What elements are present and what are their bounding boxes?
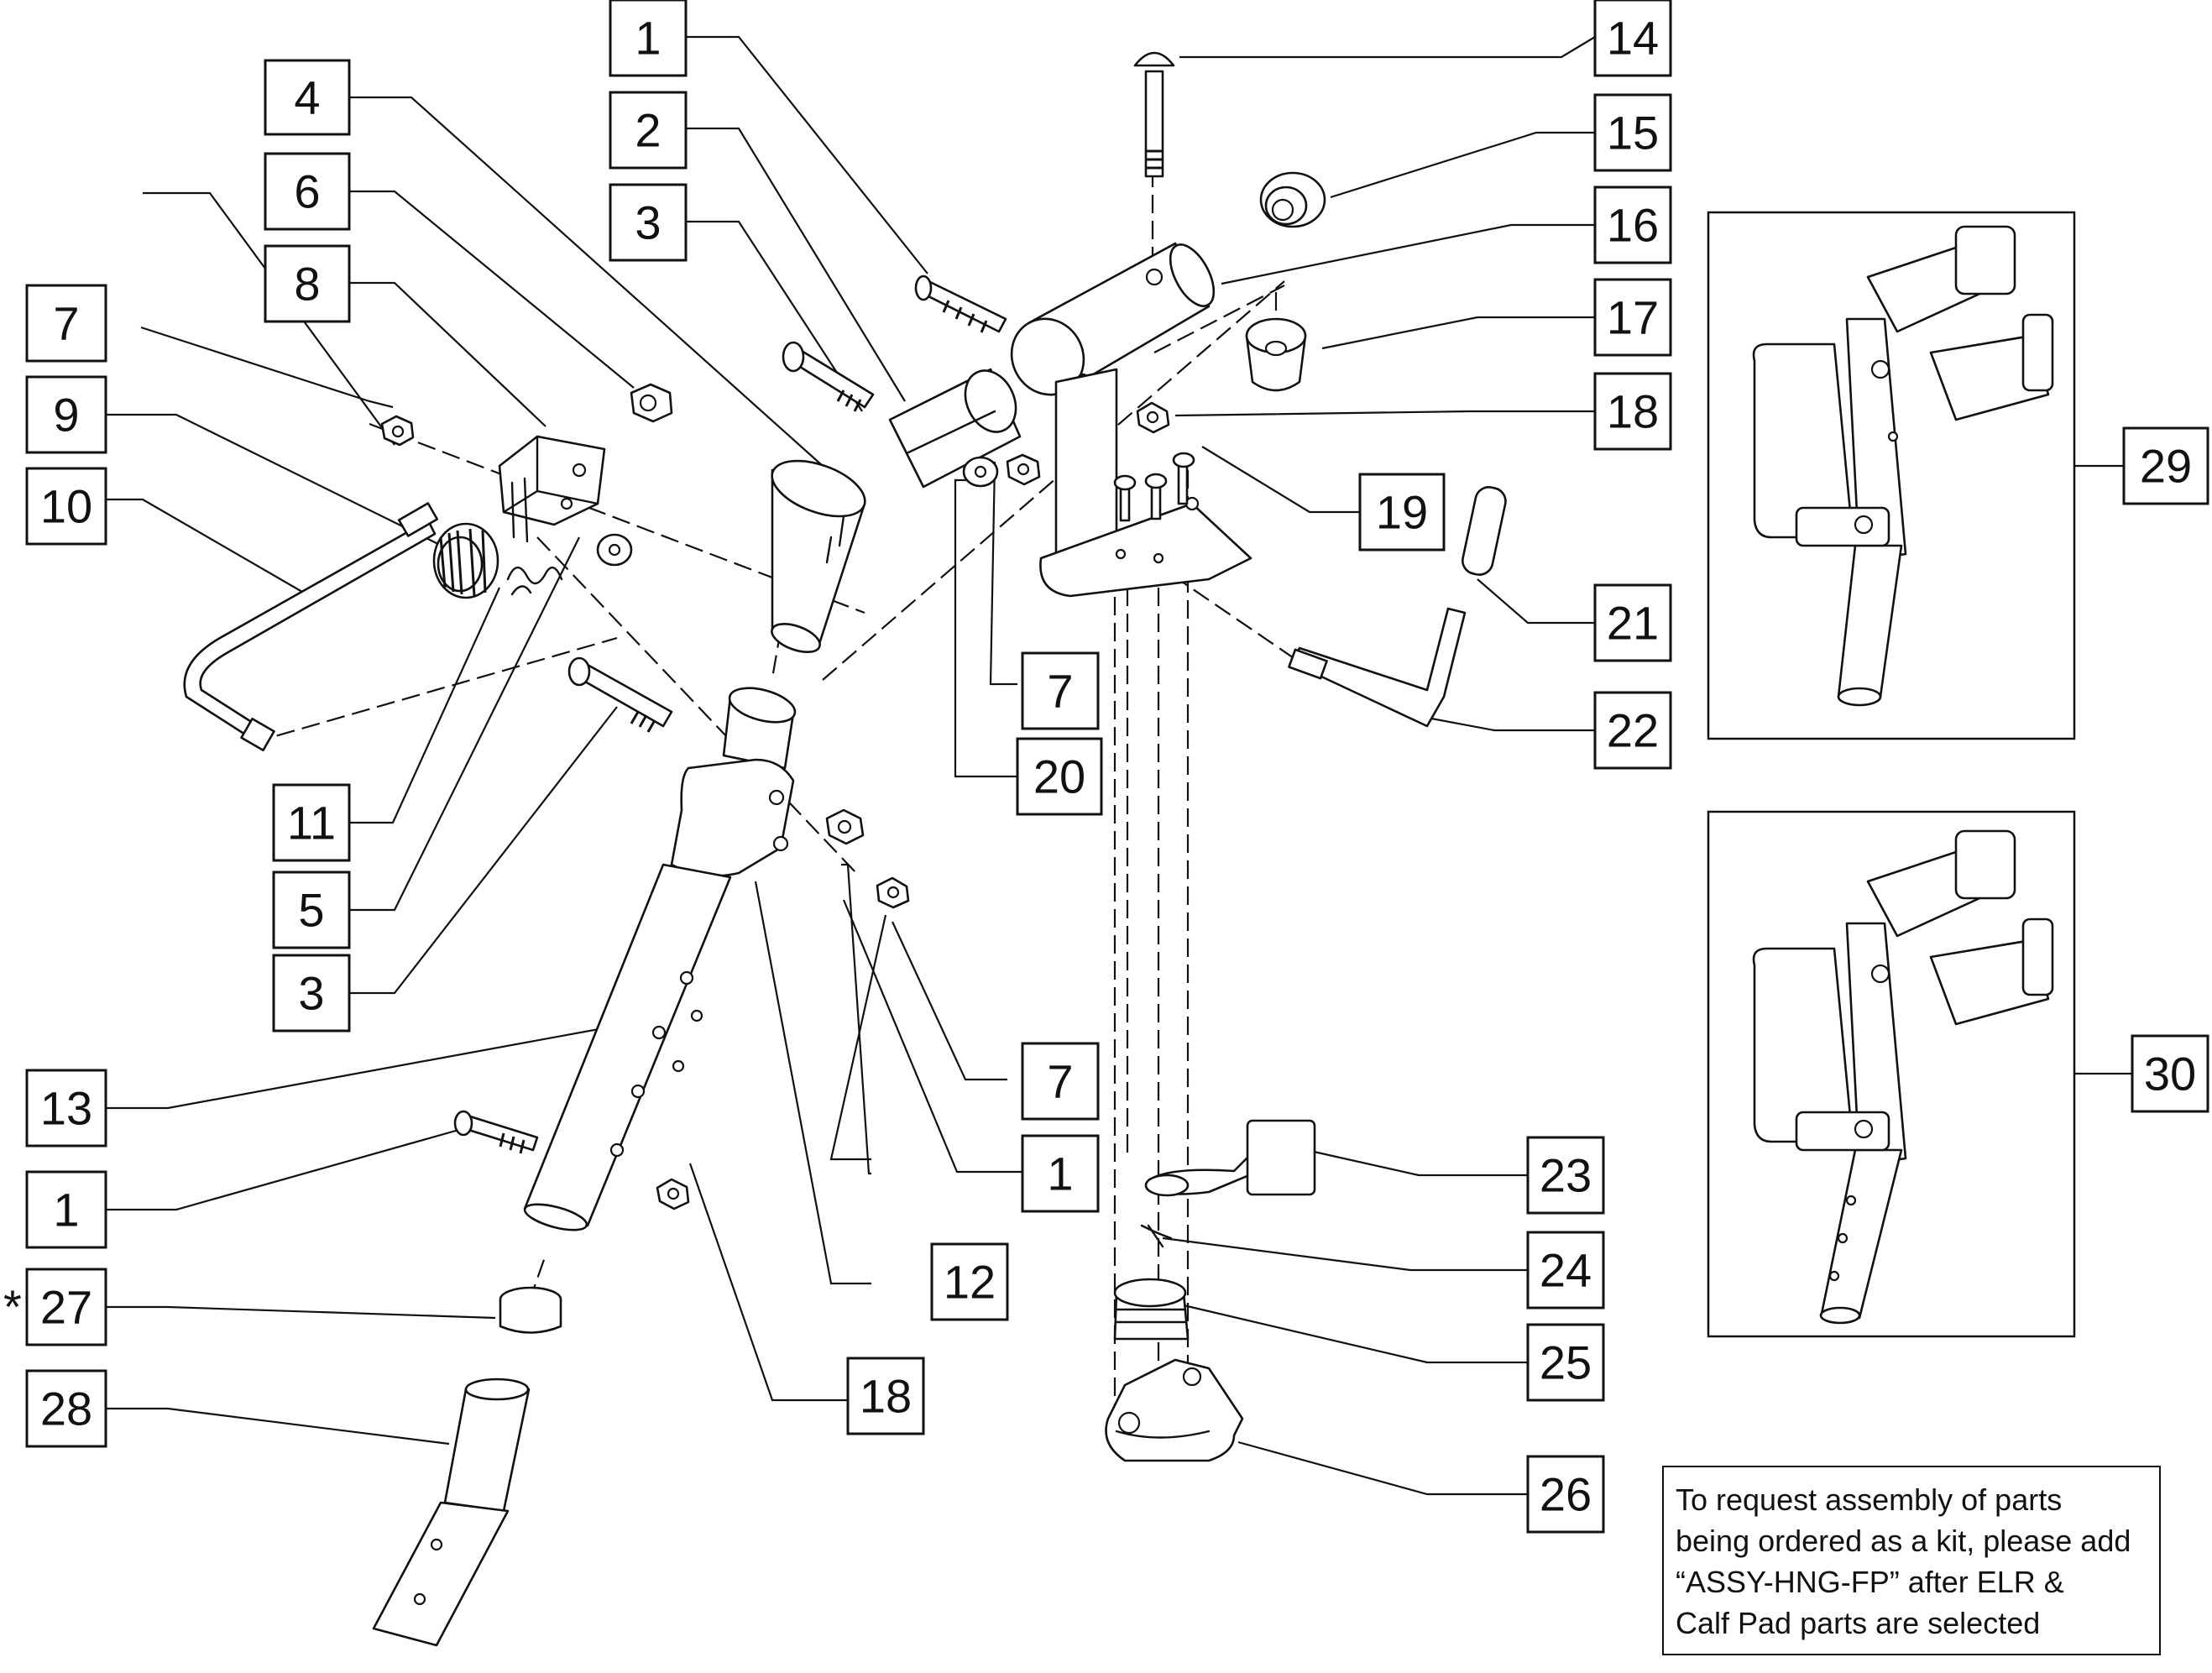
callout-7-top: 7 bbox=[25, 284, 107, 363]
callout-3-bottom: 3 bbox=[272, 954, 351, 1033]
callout-28: 28 bbox=[25, 1369, 107, 1448]
svg-text:1: 1 bbox=[1047, 1148, 1073, 1200]
svg-text:26: 26 bbox=[1540, 1468, 1592, 1521]
callout-17: 17 bbox=[1593, 278, 1672, 357]
svg-text:21: 21 bbox=[1607, 597, 1659, 650]
callout-27: 27 bbox=[25, 1268, 107, 1346]
svg-text:17: 17 bbox=[1607, 291, 1659, 344]
svg-text:3: 3 bbox=[635, 196, 661, 249]
callout-23: 23 bbox=[1526, 1136, 1605, 1215]
callout-15: 15 bbox=[1593, 93, 1672, 172]
callout-22: 22 bbox=[1593, 691, 1672, 770]
svg-text:23: 23 bbox=[1540, 1149, 1592, 1202]
svg-text:18: 18 bbox=[1607, 385, 1659, 438]
callout-30: 30 bbox=[2131, 1034, 2209, 1113]
leader-lines bbox=[106, 35, 2132, 1496]
callout-3-top: 3 bbox=[609, 183, 688, 262]
callout-10: 10 bbox=[25, 467, 107, 546]
svg-text:8: 8 bbox=[294, 258, 320, 311]
svg-text:18: 18 bbox=[860, 1370, 912, 1423]
svg-text:29: 29 bbox=[2140, 440, 2192, 493]
svg-text:16: 16 bbox=[1607, 199, 1659, 252]
callout-18-top: 18 bbox=[1593, 372, 1672, 451]
callout-11: 11 bbox=[272, 783, 351, 862]
svg-text:25: 25 bbox=[1540, 1336, 1592, 1389]
callout-12: 12 bbox=[930, 1242, 1009, 1321]
callout-7-mid: 7 bbox=[1021, 651, 1100, 730]
svg-text:11: 11 bbox=[287, 797, 336, 850]
callout-1-left: 1 bbox=[25, 1170, 107, 1249]
svg-text:30: 30 bbox=[2144, 1048, 2196, 1101]
callout-20: 20 bbox=[1016, 737, 1103, 816]
callout-4: 4 bbox=[264, 59, 351, 136]
callout-19: 19 bbox=[1358, 473, 1446, 552]
callout-5: 5 bbox=[272, 870, 351, 949]
optional-part-asterisk: * bbox=[3, 1280, 22, 1333]
callout-21: 21 bbox=[1593, 583, 1672, 662]
svg-text:24: 24 bbox=[1540, 1244, 1592, 1297]
svg-text:10: 10 bbox=[40, 480, 92, 533]
callout-7-lower: 7 bbox=[1021, 1042, 1100, 1121]
callout-18-bottom: 18 bbox=[846, 1357, 925, 1435]
note-line-1: To request assembly of parts bbox=[1676, 1482, 2063, 1517]
svg-text:14: 14 bbox=[1607, 12, 1659, 65]
svg-text:19: 19 bbox=[1376, 486, 1428, 539]
svg-text:27: 27 bbox=[40, 1281, 92, 1334]
svg-text:15: 15 bbox=[1607, 107, 1659, 159]
callout-24: 24 bbox=[1526, 1231, 1605, 1310]
callout-6: 6 bbox=[264, 152, 351, 231]
svg-text:6: 6 bbox=[294, 165, 320, 218]
svg-text:28: 28 bbox=[40, 1383, 92, 1435]
svg-text:7: 7 bbox=[1047, 665, 1073, 718]
inset-assembly-30 bbox=[1707, 810, 2076, 1338]
svg-text:1: 1 bbox=[53, 1184, 79, 1236]
svg-text:7: 7 bbox=[1047, 1055, 1073, 1108]
svg-text:7: 7 bbox=[53, 297, 79, 350]
svg-text:2: 2 bbox=[635, 104, 661, 157]
callout-1-top: 1 bbox=[609, 0, 688, 77]
svg-text:22: 22 bbox=[1607, 704, 1659, 757]
callout-2: 2 bbox=[609, 91, 688, 170]
note-line-2: being ordered as a kit, please add bbox=[1676, 1524, 2131, 1558]
callout-1-lower: 1 bbox=[1021, 1134, 1100, 1213]
callout-25: 25 bbox=[1526, 1323, 1605, 1402]
callout-29: 29 bbox=[2122, 426, 2209, 505]
svg-text:3: 3 bbox=[298, 967, 324, 1020]
svg-text:13: 13 bbox=[40, 1082, 92, 1135]
callout-13: 13 bbox=[25, 1069, 107, 1148]
callout-9: 9 bbox=[25, 375, 107, 454]
svg-text:1: 1 bbox=[635, 12, 661, 65]
inset-assembly-29 bbox=[1707, 211, 2076, 740]
svg-text:5: 5 bbox=[298, 884, 324, 937]
svg-text:4: 4 bbox=[294, 71, 320, 124]
note-line-4: Calf Pad parts are selected bbox=[1676, 1606, 2041, 1640]
callout-16: 16 bbox=[1593, 186, 1672, 264]
svg-text:12: 12 bbox=[944, 1256, 996, 1309]
assembly-request-note: To request assembly of parts being order… bbox=[1662, 1466, 2161, 1655]
parts-illustration bbox=[183, 51, 1507, 1647]
callout-8: 8 bbox=[264, 244, 351, 323]
callout-14: 14 bbox=[1593, 0, 1672, 77]
svg-text:20: 20 bbox=[1033, 750, 1085, 803]
note-line-3: “ASSY-HNG-FP” after ELR & bbox=[1676, 1565, 2064, 1599]
callout-26: 26 bbox=[1526, 1455, 1605, 1534]
svg-text:9: 9 bbox=[53, 389, 79, 442]
